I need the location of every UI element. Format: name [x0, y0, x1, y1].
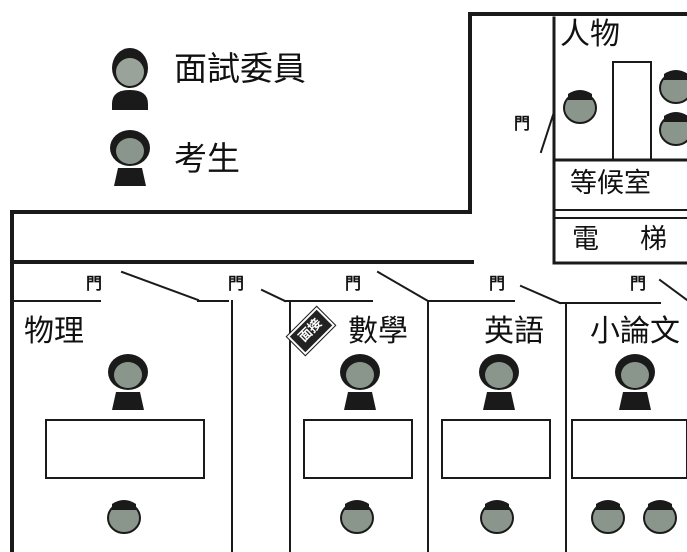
- door-label: 門: [228, 274, 245, 293]
- room-label-elevator-1: 電: [572, 224, 599, 255]
- room-label-english: 英語: [484, 314, 544, 349]
- table: [441, 419, 551, 479]
- legend-interviewer-label: 面試委員: [174, 49, 306, 88]
- room-label-elevator-2: 梯: [640, 224, 667, 255]
- door-label: 門: [489, 274, 506, 293]
- candidate-figure: [340, 354, 380, 410]
- candidate-figure: [615, 354, 655, 410]
- room-label-essay: 小論文: [590, 314, 680, 349]
- room-label-math: 數學: [348, 314, 408, 349]
- candidate-figure: [479, 354, 519, 410]
- table: [45, 419, 205, 479]
- door-swing: [539, 110, 556, 154]
- candidate-icon: [110, 130, 150, 186]
- room-label-physics: 物理: [24, 314, 84, 349]
- table: [571, 419, 687, 479]
- door-label: 門: [514, 114, 531, 133]
- interviewer-figure: [480, 499, 514, 534]
- interviewer-figure: [659, 69, 687, 104]
- interviewer-icon: [112, 48, 148, 110]
- candidate-figure: [563, 89, 597, 124]
- interviewer-figure: [659, 111, 687, 146]
- door-label: 門: [630, 274, 647, 293]
- room-label-personal: 人物: [560, 17, 620, 52]
- door-label: 門: [345, 274, 362, 293]
- table: [612, 61, 652, 161]
- interviewer-figure: [643, 499, 677, 534]
- room-label-waiting: 等候室: [570, 168, 651, 199]
- interviewer-figure: [340, 499, 374, 534]
- interviewer-figure: [107, 499, 141, 534]
- interviewer-figure: [591, 499, 625, 534]
- legend-candidate-label: 考生: [174, 139, 240, 178]
- door-label: 門: [86, 274, 103, 293]
- table: [303, 419, 413, 479]
- candidate-figure: [108, 354, 148, 410]
